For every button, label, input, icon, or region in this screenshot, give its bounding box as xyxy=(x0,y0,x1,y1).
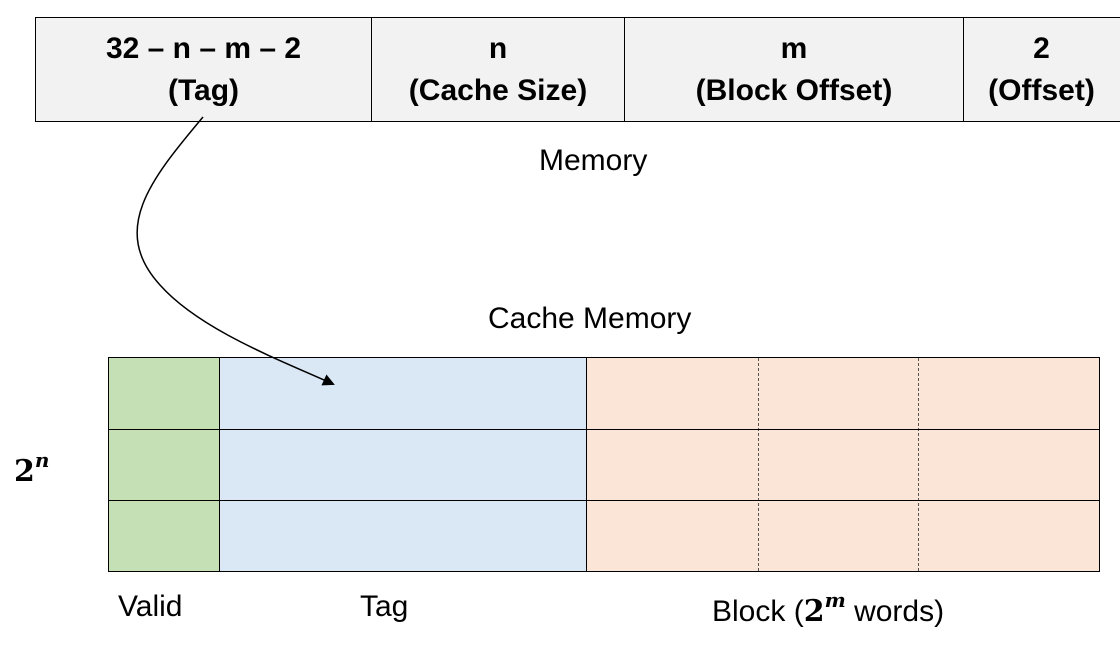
address-field-cache-size-width: n xyxy=(488,31,508,65)
valid-column-label: Valid xyxy=(118,590,183,623)
block-column xyxy=(586,358,1099,571)
block-word-divider-2 xyxy=(918,358,919,571)
address-field-block-offset-label: (Block Offset) xyxy=(695,73,893,107)
rows-count-exponent: n xyxy=(34,448,50,472)
address-field-cache-size: n (Cache Size) xyxy=(372,18,625,121)
valid-column xyxy=(109,358,219,571)
rows-count-label: 2n xyxy=(14,448,49,489)
block-label-base: 2 xyxy=(803,594,825,629)
cache-memory-title: Cache Memory xyxy=(488,302,692,335)
address-field-block-offset: m (Block Offset) xyxy=(625,18,964,121)
valid-tag-divider xyxy=(219,358,220,571)
block-word-divider-1 xyxy=(758,358,759,571)
address-field-tag-label: (Tag) xyxy=(167,73,240,107)
memory-address-fields: 32 – n – m – 2 (Tag) n (Cache Size) m (B… xyxy=(35,17,1120,122)
tag-block-divider xyxy=(586,358,587,571)
block-column-label: Block (2m words) xyxy=(712,588,944,629)
address-field-offset-label: (Offset) xyxy=(988,73,1095,107)
tag-mapping-arrow-path xyxy=(136,116,335,386)
block-label-exponent: m xyxy=(824,588,846,612)
cache-memory-grid xyxy=(108,357,1100,572)
block-label-prefix: Block ( xyxy=(712,595,804,628)
memory-caption: Memory xyxy=(539,144,648,177)
address-field-offset: 2 (Offset) xyxy=(964,18,1119,121)
address-field-cache-size-label: (Cache Size) xyxy=(408,73,588,107)
address-field-tag-width: 32 – n – m – 2 xyxy=(105,31,302,65)
tag-column xyxy=(219,358,586,571)
cache-row-divider-1 xyxy=(109,429,1099,430)
rows-count-base: 2 xyxy=(14,454,35,489)
address-field-block-offset-width: m xyxy=(780,31,808,65)
tag-column-label: Tag xyxy=(360,590,409,623)
address-field-offset-width: 2 xyxy=(1033,31,1050,65)
cache-row-divider-2 xyxy=(109,500,1099,501)
address-field-tag: 32 – n – m – 2 (Tag) xyxy=(36,18,372,121)
block-label-suffix: words) xyxy=(845,595,945,628)
